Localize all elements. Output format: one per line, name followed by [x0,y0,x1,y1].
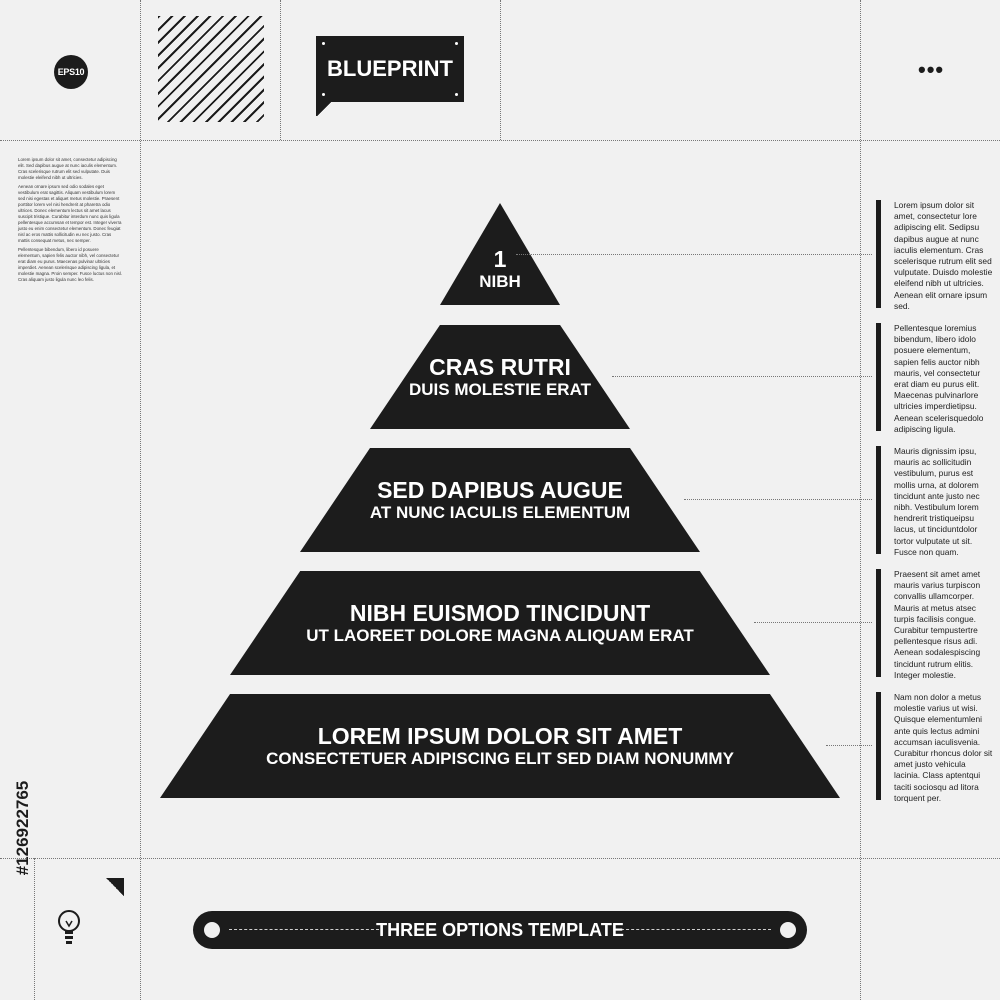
left-text-block: Lorem ipsum dolor sit amet, consectetur … [18,157,122,286]
pyramid-layer-4: NIBH EUISMOD TINCIDUNT UT LAOREET DOLORE… [230,571,770,675]
pyramid-layer-5: LOREM IPSUM DOLOR SIT AMET CONSECTETUER … [160,694,840,798]
footer-label: THREE OPTIONS TEMPLATE [376,920,624,940]
side-note-1: Lorem ipsum dolor sit amet, consectetur … [894,200,993,311]
grid-line [0,858,1000,859]
side-note-bar [876,569,881,677]
stock-id: #126922765 [13,780,32,876]
left-paragraph: Pellentesque bibendum, libero id posuere… [18,247,122,282]
connector-line [826,745,872,746]
left-paragraph: Lorem ipsum dolor sit amet, consectetur … [18,157,118,180]
pin-dot-icon [455,93,458,96]
pyramid-layer-2: CRAS RUTRI DUIS MOLESTIE ERAT [370,325,630,429]
side-note-3: Mauris dignissim ipsu, mauris ac sollici… [894,446,980,557]
side-note-2: Pellentesque loremius bibendum, libero i… [894,323,984,434]
eps-badge: EPS10 [54,55,88,89]
side-note-4: Praesent sit amet amet mauris varius tur… [894,569,981,680]
pin-dot-icon [322,42,325,45]
footer-banner: THREE OPTIONS TEMPLATE [193,911,807,949]
side-note-5: Nam non dolor a metus molestie varius ut… [894,692,993,803]
pyramid-layer-title: SED DAPIBUS AUGUE [377,477,623,503]
more-dots-icon[interactable]: ••• [918,57,945,82]
side-note-bar [876,692,881,800]
side-note-bar [876,200,881,308]
grid-line [860,0,861,1000]
left-arrow-icon [229,929,379,930]
grid-line [34,858,35,1000]
pyramid-layer-subtitle: CONSECTETUER ADIPISCING ELIT SED DIAM NO… [266,749,734,768]
pyramid-layer-subtitle: AT NUNC IACULIS ELEMENTUM [369,503,631,522]
pyramid-layer-subtitle: UT LAOREET DOLORE MAGNA ALIQUAM ERAT [306,626,694,645]
pyramid-layer-subtitle: NIBH [479,272,521,291]
left-paragraph: Aenean ornare ipsum sed odio sodales ege… [18,184,122,243]
grid-line [0,140,1000,141]
hatch-pattern [158,16,264,122]
grid-line [140,0,141,1000]
side-note-bar [876,323,881,431]
pill-dot-icon [204,922,220,938]
connector-line [684,499,872,500]
right-arrow-icon [621,929,771,930]
connector-line [516,254,872,255]
pyramid-layer-3: SED DAPIBUS AUGUE AT NUNC IACULIS ELEMEN… [300,448,700,552]
pill-dot-icon [780,922,796,938]
pyramid-layer-title: 1 [493,246,507,272]
pin-dot-icon [322,93,325,96]
pyramid-layer-title: LOREM IPSUM DOLOR SIT AMET [317,723,683,749]
side-note-bar [876,446,881,554]
blueprint-title: BLUEPRINT [316,36,464,116]
connector-line [612,376,872,377]
corner-triangle-icon [106,878,124,896]
pyramid-layer-title: NIBH EUISMOD TINCIDUNT [349,600,651,626]
connector-line [754,622,872,623]
grid-line [500,0,501,140]
blueprint-title-text: BLUEPRINT [327,56,453,81]
pin-dot-icon [455,42,458,45]
pyramid-layer-subtitle: DUIS MOLESTIE ERAT [409,380,591,399]
pyramid-layer-title: CRAS RUTRI [429,354,571,380]
grid-line [280,0,281,140]
lightbulb-icon [56,905,82,953]
page-curl-icon [316,102,332,116]
